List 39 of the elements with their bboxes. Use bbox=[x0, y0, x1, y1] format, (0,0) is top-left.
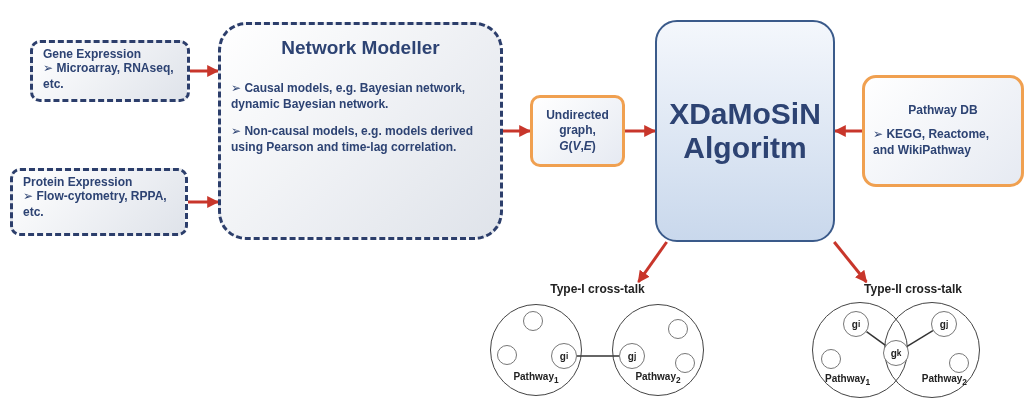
gene-circle bbox=[668, 319, 688, 339]
box-heading: Pathway DB bbox=[907, 103, 979, 118]
bullet-text: ➢ Microarray, RNAseq, etc. bbox=[43, 61, 175, 93]
box-title: XDaMoSiN Algoritm bbox=[668, 96, 822, 166]
bullet-text: ➢ KEGG, Reactome, and WikiPathway bbox=[873, 127, 991, 159]
bullet-text: ➢ Non-causal models, e.g. models derived using Pearson and time-lag correlation. bbox=[231, 124, 475, 156]
arrow bbox=[625, 125, 657, 137]
connector-line bbox=[906, 329, 934, 348]
box-heading: Gene Expression bbox=[43, 47, 143, 61]
circle-label: Pathway$_{1}$ bbox=[513, 371, 559, 385]
database-box bbox=[862, 75, 1024, 187]
gene-circle bbox=[675, 353, 695, 373]
connector-line bbox=[576, 355, 620, 357]
circle-label: Pathway$_{2}$ bbox=[635, 371, 681, 385]
arrow bbox=[190, 65, 220, 77]
panel-heading: Type-II cross-talk bbox=[863, 282, 963, 296]
bullet-text: ➢ Causal models, e.g. Bayesian network, dynamic Bayesian network. bbox=[231, 81, 467, 113]
bullet-text: ➢ Flow-cytometry, RPPA, etc. bbox=[23, 189, 168, 221]
box-text: Undirected graph, G(V,E) bbox=[545, 107, 610, 155]
box-heading: Network Modeller bbox=[280, 37, 441, 59]
arrow bbox=[188, 196, 220, 208]
box-heading: Protein Expression bbox=[23, 175, 134, 189]
input-box bbox=[10, 168, 188, 236]
algorithm-box bbox=[655, 20, 835, 242]
gene-circle bbox=[821, 349, 841, 369]
input-box bbox=[30, 40, 190, 102]
arrow bbox=[503, 125, 532, 137]
arrow bbox=[833, 125, 862, 137]
arrow bbox=[833, 241, 868, 283]
connector-line bbox=[865, 330, 887, 347]
circle-label: Pathway$_{2}$ bbox=[921, 373, 967, 387]
gene-circle bbox=[497, 345, 517, 365]
circle-label: Pathway$_{1}$ bbox=[825, 373, 871, 387]
process-box bbox=[218, 22, 503, 240]
panel-heading: Type-I cross-talk bbox=[549, 282, 646, 296]
gene-circle bbox=[949, 353, 969, 373]
arrow bbox=[637, 241, 668, 283]
gene-circle bbox=[523, 311, 543, 331]
output-box bbox=[530, 95, 625, 167]
